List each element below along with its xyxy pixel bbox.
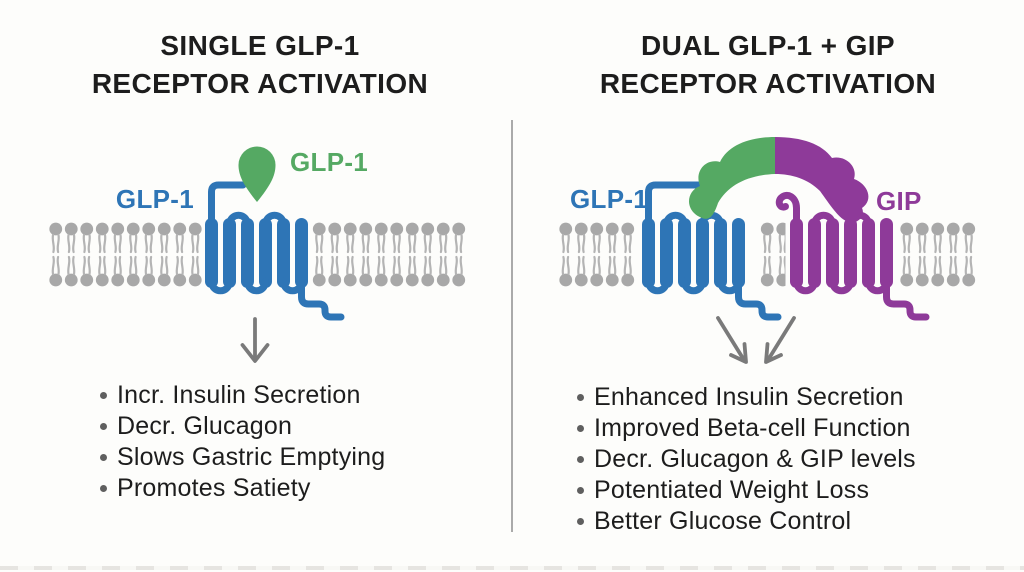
panel-divider [511, 120, 513, 532]
membrane-middle-segment [759, 222, 786, 287]
effect-item: Slows Gastric Emptying [100, 442, 385, 473]
bullet-dot [100, 485, 107, 492]
bottom-edge-artifact [0, 566, 1024, 570]
bullet-dot [100, 423, 107, 430]
membrane-right-segment [311, 222, 467, 287]
membrane-right-segment [899, 222, 977, 287]
effect-text: Potentiated Weight Loss [594, 476, 870, 504]
glp1-ligand-pin [238, 146, 276, 202]
effect-item: Potentiated Weight Loss [577, 475, 916, 506]
left-panel-title: SINGLE GLP-1 RECEPTOR ACTIVATION [50, 27, 470, 103]
down-arrow-icon [240, 317, 270, 363]
effect-item: Decr. Glucagon [100, 411, 385, 442]
effect-item: Better Glucose Control [577, 506, 916, 537]
effect-text: Decr. Glucagon [117, 412, 293, 440]
bullet-dot [577, 394, 584, 401]
converging-arrows-icon [716, 316, 796, 364]
bullet-dot [577, 487, 584, 494]
right-title-line1: DUAL GLP-1 + GIP [640, 30, 896, 61]
right-title-line2: RECEPTOR ACTIVATION [599, 68, 937, 99]
effect-text: Decr. Glucagon & GIP levels [594, 445, 916, 473]
effect-text: Slows Gastric Emptying [117, 443, 386, 471]
dual-agonist-green-half [689, 137, 775, 219]
bullet-dot [577, 425, 584, 432]
effect-item: Incr. Insulin Secretion [100, 380, 385, 411]
gip-receptor-label: GIP [876, 186, 922, 216]
effect-item: Improved Beta-cell Function [577, 413, 916, 444]
effect-text: Enhanced Insulin Secretion [594, 383, 904, 411]
glp1-receptor-label: GLP-1 [115, 184, 194, 214]
glp1-receptor-label-right: GLP-1 [570, 184, 649, 214]
effect-item: Promotes Satiety [100, 473, 385, 504]
bullet-dot [100, 392, 107, 399]
single-agonist-effects-list: Incr. Insulin Secretion Decr. Glucagon S… [100, 380, 385, 504]
bullet-dot [577, 456, 584, 463]
effect-text: Improved Beta-cell Function [594, 414, 911, 442]
effect-text: Better Glucose Control [594, 507, 852, 535]
effect-text: Incr. Insulin Secretion [117, 381, 361, 409]
glp1-ligand-label: GLP-1 [290, 147, 369, 177]
left-title-line1: SINGLE GLP-1 [160, 30, 360, 61]
effect-text: Promotes Satiety [117, 474, 311, 502]
effect-item: Decr. Glucagon & GIP levels [577, 444, 916, 475]
single-receptor-diagram [48, 146, 467, 330]
membrane-left-segment [48, 222, 203, 287]
left-title-line2: RECEPTOR ACTIVATION [91, 68, 429, 99]
right-panel-title: DUAL GLP-1 + GIP RECEPTOR ACTIVATION [558, 27, 978, 103]
membrane-left-segment [558, 222, 636, 287]
effect-item: Enhanced Insulin Secretion [577, 382, 916, 413]
bullet-dot [100, 454, 107, 461]
dual-receptor-diagram [558, 137, 977, 330]
bullet-dot [577, 518, 584, 525]
dual-agonist-purple-half [775, 137, 869, 223]
dual-agonist-effects-list: Enhanced Insulin Secretion Improved Beta… [577, 382, 916, 537]
